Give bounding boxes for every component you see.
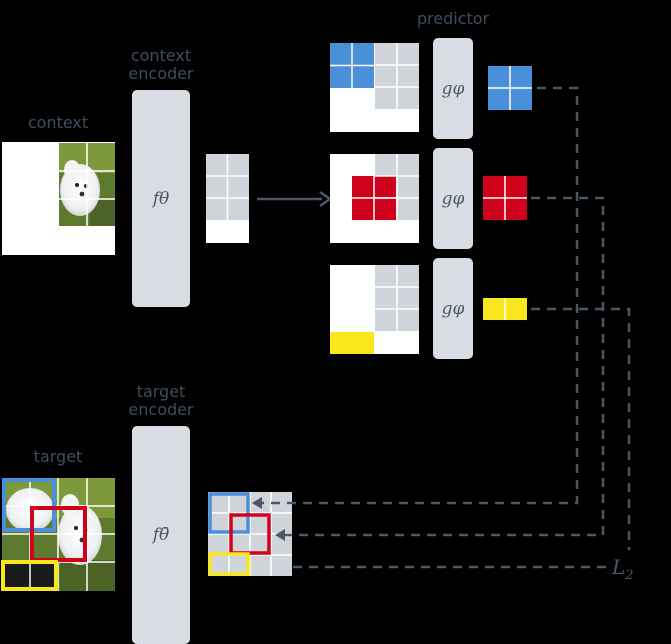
- predictor-label: predictor: [417, 9, 490, 28]
- blue-loss-connector: [262, 86, 579, 505]
- context-encoder-label-line2: encoder: [128, 64, 194, 83]
- target-encoder-block: [132, 426, 190, 644]
- l2-loss-base: L: [611, 555, 625, 579]
- predictor-input-red: [330, 154, 419, 243]
- predictor-block-1: [433, 38, 473, 139]
- context-label: context: [28, 113, 88, 132]
- target-encoder-symbol: fθ̄: [151, 525, 170, 545]
- target-label: target: [34, 447, 83, 466]
- l2-loss-label: L2: [611, 555, 634, 583]
- predictor-symbol-2: gφ: [442, 189, 465, 209]
- predictor-symbol-3: gφ: [442, 299, 465, 319]
- predictor-block-2: [433, 148, 473, 249]
- target-image: [1, 478, 115, 591]
- predictor-input-yellow: [330, 265, 419, 354]
- context-encoder-label-line1: context: [131, 46, 191, 65]
- target-encoder-label-line1: target: [137, 382, 186, 401]
- context-encoder-block: [132, 90, 190, 307]
- prediction-red: [483, 176, 527, 220]
- red-arrow-icon: [275, 529, 285, 541]
- predictor-input-blue: [330, 43, 419, 132]
- prediction-blue: [488, 66, 532, 110]
- target-encoder-label-line2: encoder: [128, 400, 194, 419]
- yellow-loss-connector: [531, 307, 631, 550]
- blue-arrow-icon: [252, 497, 262, 509]
- context-image: [2, 142, 115, 255]
- prediction-yellow: [483, 298, 527, 320]
- context-embedding: [206, 154, 249, 243]
- predictor-block-3: [433, 258, 473, 359]
- red-loss-connector: [285, 196, 605, 537]
- l2-loss-subscript: 2: [624, 568, 633, 583]
- predictor-symbol-1: gφ: [442, 79, 465, 99]
- context-encoder-symbol: fθ: [151, 189, 170, 209]
